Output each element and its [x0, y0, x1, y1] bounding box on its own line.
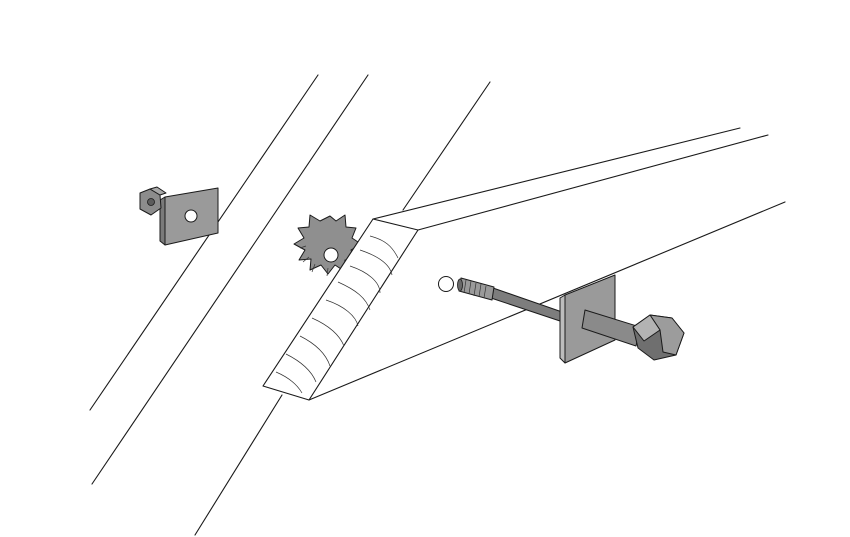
- timber-beam: [262, 127, 786, 401]
- beam-bottom-edge: [308, 201, 786, 401]
- bolt-shank: [490, 287, 566, 323]
- bolt-with-washer: [457, 274, 685, 364]
- nut-thread-hole: [147, 198, 155, 206]
- rafter-edge-right-lower: [194, 394, 283, 536]
- washer-edge: [559, 294, 566, 364]
- hex-head-facet: [632, 314, 661, 342]
- bracket-flange: [159, 196, 166, 246]
- rafter-edge-left: [89, 74, 319, 411]
- bolt-tip: [457, 278, 463, 292]
- rafter-edge-middle: [91, 74, 369, 485]
- bracket-hole: [184, 209, 198, 223]
- end-grain-lines: [275, 235, 399, 394]
- ring-center-hole: [323, 247, 339, 263]
- toothed-ring-body: [293, 214, 362, 275]
- rafter-edge-right-upper: [402, 81, 491, 211]
- beam-bolt-hole: [438, 276, 454, 292]
- hex-nut-top: [149, 186, 167, 196]
- bolt-shank-front: [581, 309, 641, 347]
- thread-lines: [463, 279, 487, 299]
- rafter: [89, 74, 491, 536]
- beam-top-back-edge: [372, 127, 741, 220]
- beam-top-front-edge: [417, 134, 769, 231]
- toothed-ring-connector: [293, 214, 362, 277]
- teeth-edge-detail: [299, 245, 329, 277]
- bolt-thread: [458, 277, 495, 301]
- angle-bracket-with-nut: [139, 186, 219, 246]
